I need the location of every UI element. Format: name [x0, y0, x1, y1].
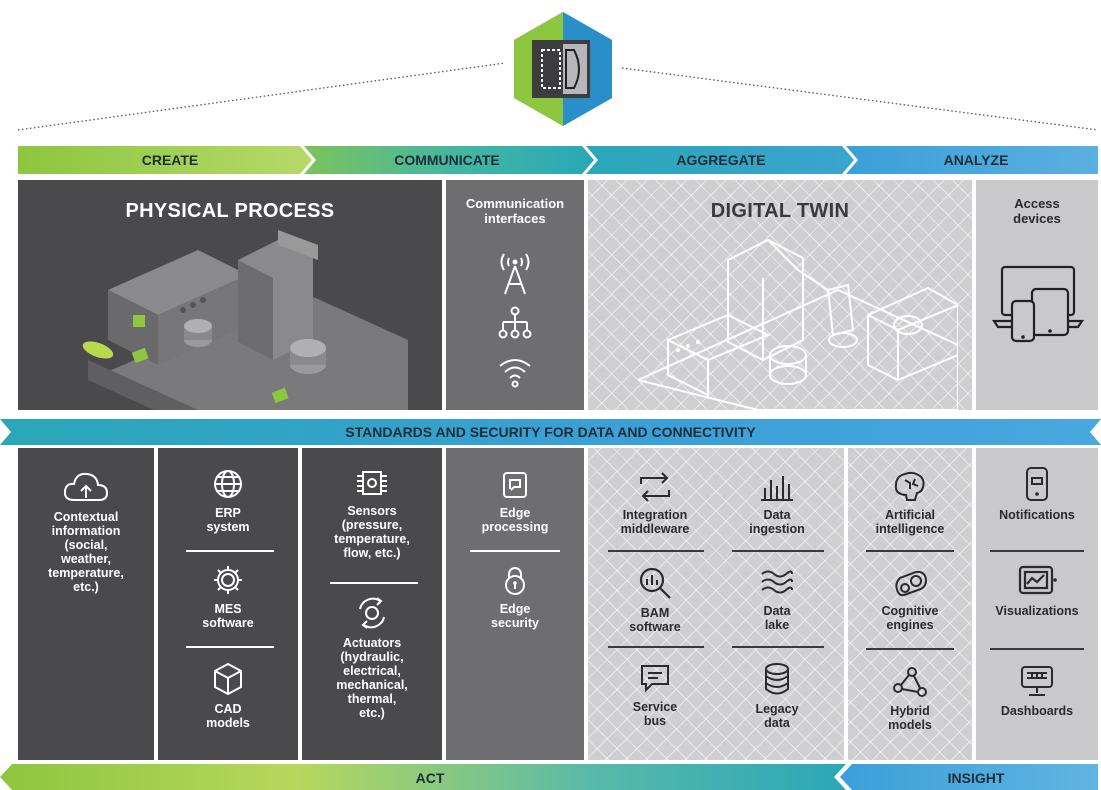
divider	[608, 550, 704, 552]
network-nodes-icon	[893, 667, 927, 697]
gear-icon	[214, 566, 242, 594]
gears-chain-icon	[895, 570, 928, 597]
transfer-arrows-icon	[640, 472, 670, 502]
header-connector	[17, 62, 1099, 131]
brain-icon	[894, 471, 925, 501]
chip-icon	[357, 471, 387, 495]
act-label: ACT	[415, 770, 445, 786]
stage-analyze: ANALYZE	[943, 152, 1009, 168]
divider	[608, 646, 704, 648]
sensors-item: Sensors(pressure, temperature,flow, etc.…	[302, 468, 442, 560]
line-chart-monitor-icon	[1018, 565, 1057, 595]
divider	[186, 550, 274, 552]
sensors-actuators-panel: Sensors(pressure, temperature,flow, etc.…	[302, 448, 442, 760]
factory-machine-illustration	[82, 230, 408, 410]
physical-process-title: PHYSICAL PROCESS	[125, 200, 335, 222]
lock-icon	[505, 567, 525, 595]
digital-machine-wireframe	[638, 238, 958, 410]
digital-twin-panel: DIGITAL TWIN	[588, 180, 972, 410]
divider	[732, 646, 824, 648]
divider	[866, 648, 954, 650]
insight-label: INSIGHT	[947, 770, 1005, 786]
act-insight-bar	[0, 764, 1098, 790]
physical-process-panel: PHYSICAL PROCESS	[18, 180, 442, 410]
divider	[470, 550, 560, 552]
digital-twin-logo-icon	[514, 12, 612, 126]
standards-security-bar: STANDARDS AND SECURITY FOR DATA AND CONN…	[0, 419, 1101, 445]
divider	[866, 550, 954, 552]
mobile-notification-icon	[1026, 467, 1048, 501]
standards-security-label: STANDARDS AND SECURITY FOR DATA AND CONN…	[345, 424, 756, 440]
divider	[330, 582, 418, 584]
actuators-item: Actuators(hydraulic, electrical,mechanic…	[302, 596, 442, 720]
dashboards-item: Dashboards	[976, 664, 1098, 718]
antenna-tower-icon	[500, 253, 530, 295]
dashboard-monitor-icon	[1021, 666, 1053, 696]
wifi-icon	[499, 359, 531, 388]
bar-chart-icon	[761, 476, 793, 501]
notifications-item: Notifications	[976, 466, 1098, 522]
rotation-icon	[359, 597, 385, 629]
stage-create: CREATE	[141, 152, 199, 168]
divider	[732, 550, 824, 552]
stage-aggregate: AGGREGATE	[676, 152, 766, 168]
message-bubble-icon	[641, 665, 669, 693]
analytics-magnifier-icon	[639, 567, 671, 599]
globe-icon	[214, 470, 242, 498]
database-icon	[765, 663, 789, 695]
visualizations-item: Visualizations	[976, 564, 1098, 618]
divider	[186, 646, 274, 648]
stage-communicate: COMMUNICATE	[394, 152, 500, 168]
cube-icon	[214, 662, 242, 696]
cloud-upload-icon	[63, 472, 109, 501]
divider	[990, 648, 1084, 650]
network-hierarchy-icon	[498, 306, 532, 339]
waves-icon	[761, 570, 793, 594]
digital-twin-title: DIGITAL TWIN	[710, 200, 850, 222]
stage-chevron-bar	[18, 146, 1098, 174]
devices-icon	[992, 265, 1084, 343]
divider	[990, 550, 1084, 552]
outputs-panel: Notifications Visualizations Dashboards	[976, 448, 1098, 760]
edge-processing-icon	[503, 472, 527, 498]
